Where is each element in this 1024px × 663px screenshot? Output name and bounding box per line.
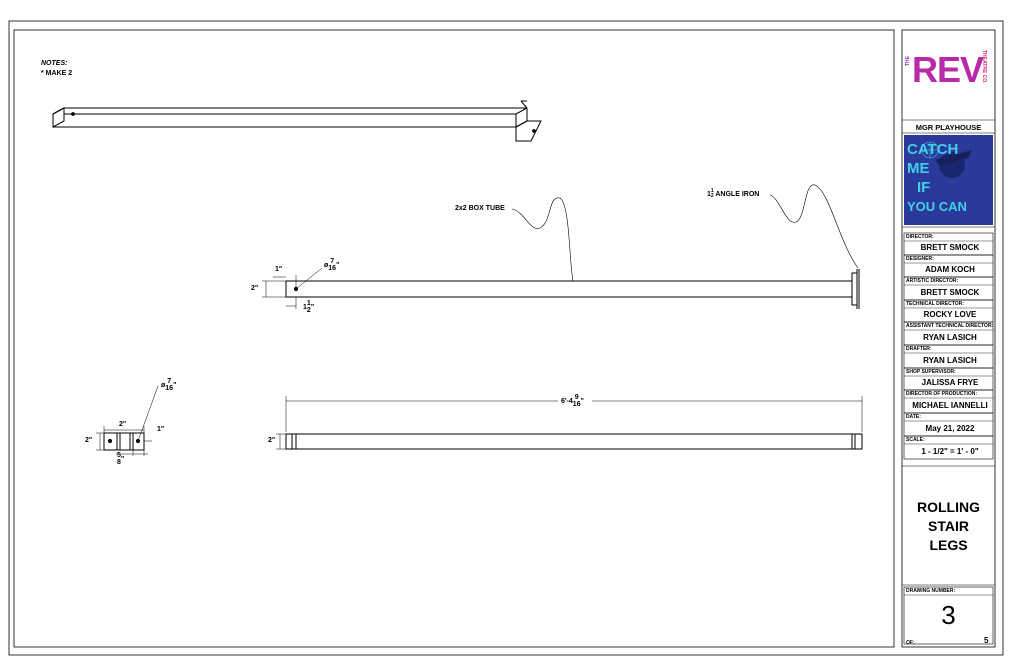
side-offset-num: 1 (306, 300, 311, 307)
end-hole-den: 16 (165, 385, 174, 392)
field-director-value: BRETT SMOCK (920, 243, 980, 252)
field-drafter-value: RYAN LASICH (923, 356, 977, 365)
length-whole: 6'-4 (561, 397, 573, 405)
side-offset-whole: 1 (303, 303, 307, 311)
outer-border (8, 20, 1004, 656)
venue-name: MGR PLAYHOUSE (915, 123, 982, 132)
angle-iron-text: ANGLE IRON (715, 190, 760, 198)
field-technical-director-value: ROCKY LOVE (923, 310, 977, 319)
end-dim-2in-left: 2" (85, 437, 93, 444)
poster-line-1: CATCH (907, 141, 959, 158)
field-technical-director-label: TECHNICAL DIRECTOR: (906, 301, 964, 307)
side-offset-den: 2 (306, 307, 311, 314)
end-hole-dia: ø (161, 381, 166, 389)
logo-the: THE (905, 56, 911, 66)
side-offset-unit: " (310, 303, 315, 311)
title-block-lines (902, 119, 995, 586)
field-scale-label: SCALE: (906, 437, 925, 443)
length-num: 9 (574, 394, 579, 401)
poster-line-4: YOU CAN (907, 199, 967, 214)
sheet-title-line-2: STAIR (928, 518, 969, 534)
field-designer-label: DESIGNER: (906, 256, 934, 262)
top-view (276, 396, 863, 450)
logo-theatre-co: THEATRE CO. (981, 50, 987, 84)
logo-rev: REV (912, 49, 984, 90)
box-tube-leader (511, 197, 574, 282)
end-58-unit: " (120, 455, 125, 463)
field-director-production-label: DIRECTOR OF PRODUCTION: (906, 391, 978, 397)
field-scale-value: 1 - 1/2" = 1' - 0" (921, 447, 979, 456)
end-hole-unit: " (173, 381, 177, 389)
angle-iron-den: 2 (710, 193, 714, 199)
angle-iron-leader (769, 184, 859, 269)
isometric-leg-view (52, 100, 542, 142)
length-den: 16 (572, 401, 581, 408)
drawing-area-border (13, 29, 895, 648)
field-assistant-td-label: ASSISTANT TECHNICAL DIRECTOR: (906, 323, 994, 329)
end-view (96, 385, 159, 456)
end-hole-num: 7 (167, 378, 172, 385)
title-block-fields: DIRECTOR: BRETT SMOCK DESIGNER: ADAM KOC… (904, 233, 993, 460)
field-shop-supervisor-value: JALISSA FRYE (921, 378, 979, 387)
end-58-num: 5 (117, 452, 121, 459)
side-hole-dia: ø (324, 261, 329, 269)
end-dim-1in: 1" (157, 426, 165, 433)
field-artistic-director-value: BRETT SMOCK (920, 288, 980, 297)
field-director-production-value: MICHAEL IANNELLI (912, 401, 988, 410)
field-shop-supervisor-label: SHOP SUPERVISOR: (906, 369, 956, 375)
field-drafter-label: DRAFTER: (906, 346, 932, 352)
drawing-number-label: DRAWING NUMBER: (906, 588, 956, 594)
title-block-border (901, 29, 996, 648)
sheet-title-line-3: LEGS (929, 537, 968, 553)
notes-heading: NOTES: (41, 60, 68, 67)
drawing-number-box (903, 586, 994, 645)
field-artistic-director-label: ARTISTIC DIRECTOR: (906, 278, 959, 284)
end-dim-2in-top: 2" (119, 421, 127, 428)
show-poster (904, 135, 993, 225)
side-dim-2in: 2" (251, 285, 259, 292)
poster-title: CATCH ME IF YOU CAN (907, 140, 987, 216)
length-unit: " (580, 397, 584, 405)
drawing-number: 3 (941, 600, 956, 630)
notes-item: * MAKE 2 (41, 70, 73, 77)
field-date-value: May 21, 2022 (925, 424, 975, 433)
side-elevation-view (262, 267, 860, 309)
side-hole-num: 7 (330, 258, 335, 265)
field-designer-value: ADAM KOCH (925, 265, 975, 274)
poster-line-2: ME (907, 160, 930, 177)
side-hole-unit: " (336, 261, 340, 269)
field-assistant-td-value: RYAN LASICH (923, 333, 977, 342)
side-dim-1in: 1" (275, 266, 283, 273)
poster-line-3: IF (917, 179, 931, 196)
sheet-title-line-1: ROLLING (917, 499, 980, 515)
of-label: OF: (906, 640, 915, 646)
company-logo: THE REV THEATRE CO. (904, 48, 993, 98)
field-date-label: DATE: (906, 414, 921, 420)
field-boxes (903, 232, 994, 460)
field-director-label: DIRECTOR: (906, 234, 934, 240)
angle-iron-num: 1 (710, 188, 714, 194)
angle-iron-whole: 1 (707, 190, 711, 198)
box-tube-callout: 2x2 BOX TUBE (455, 205, 505, 212)
top-dim-2in: 2" (268, 437, 276, 444)
of-total: 5 (984, 636, 989, 645)
side-hole-den: 16 (328, 265, 337, 272)
sheet-title: ROLLING STAIR LEGS (902, 498, 995, 555)
end-58-den: 8 (117, 459, 121, 466)
field-value-underlines (904, 240, 993, 445)
